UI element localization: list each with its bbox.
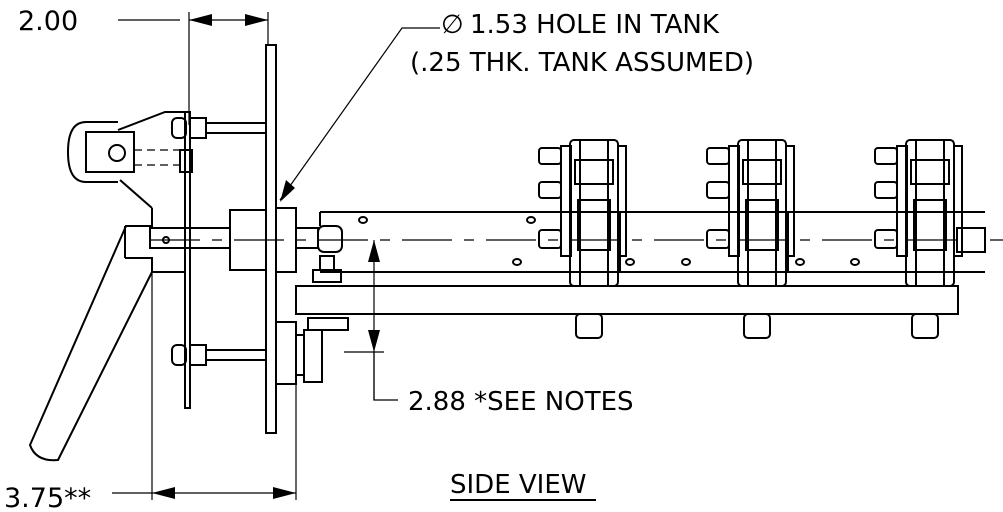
view-title: SIDE VIEW <box>450 470 596 501</box>
base-channel <box>150 211 1003 339</box>
diameter-symbol: ∅ <box>441 10 464 40</box>
dimension-top-width-label: 2.00 <box>18 6 78 37</box>
lower-bracket <box>275 317 349 385</box>
mounting-plate <box>171 111 266 409</box>
dimension-height-label: 2.88 *SEE NOTES <box>408 387 634 417</box>
switch-assembly-2 <box>706 139 795 287</box>
tank-wall <box>265 44 277 434</box>
switch-assembly-3 <box>874 139 963 287</box>
switch-assembly-1 <box>538 139 627 287</box>
hole-callout: ∅ 1.53 HOLE IN TANK (.25 THK. TANK ASSUM… <box>279 10 754 202</box>
dimension-height: 2.88 *SEE NOTES <box>344 240 634 417</box>
hole-callout-line2: (.25 THK. TANK ASSUMED) <box>410 48 754 78</box>
shaft-bushing <box>149 207 343 283</box>
view-title-label: SIDE VIEW <box>450 470 586 500</box>
dimension-bottom-width-label: 3.75** <box>4 483 91 512</box>
dimension-bottom-width: 3.75** <box>4 272 297 512</box>
operating-handle <box>28 111 193 462</box>
hole-callout-line1: 1.53 HOLE IN TANK <box>470 10 720 40</box>
dimension-top-width: 2.00 <box>18 6 269 125</box>
